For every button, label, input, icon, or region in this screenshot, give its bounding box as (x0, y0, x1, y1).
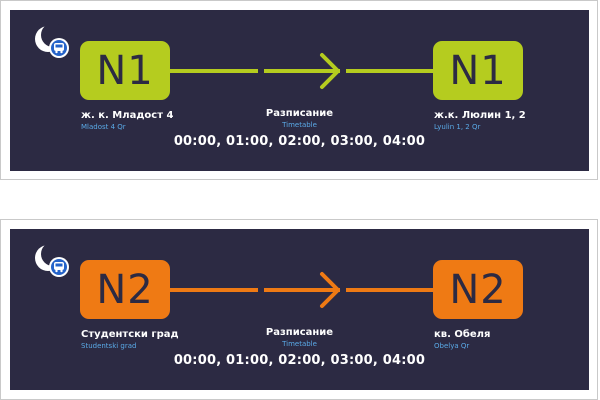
route-sign-n2: N2 N2 Студентски град Studentski grad Ра… (0, 219, 598, 400)
route-badge-origin: N1 (80, 41, 170, 100)
moon-bus-icon (35, 24, 69, 58)
sign-panel: N1 N1 ж. к. Младост 4 Mladost 4 Qr Разпи… (10, 10, 589, 171)
timetable-times: 00:00, 01:00, 02:00, 03:00, 04:00 (173, 134, 426, 149)
route-badge-destination: N2 (433, 260, 523, 319)
origin-stop-name: Студентски град (81, 329, 179, 340)
destination-stop-latin: Lyulin 1, 2 Qr (434, 123, 481, 131)
sign-panel: N2 N2 Студентски град Studentski grad Ра… (10, 229, 589, 390)
route-badge-destination: N1 (433, 41, 523, 100)
route-arrow-icon (170, 272, 434, 308)
destination-stop-latin: Obelya Qr (434, 342, 470, 350)
destination-stop-name: ж.к. Люлин 1, 2 (434, 110, 526, 121)
destination-stop-name: кв. Обеля (434, 329, 491, 340)
timetable-label: Разписание (265, 108, 334, 119)
timetable-label-latin: Timetable (282, 340, 317, 348)
timetable-times: 00:00, 01:00, 02:00, 03:00, 04:00 (173, 353, 426, 368)
origin-stop-name: ж. к. Младост 4 (81, 110, 174, 121)
timetable-label-latin: Timetable (282, 121, 317, 129)
timetable-label: Разписание (265, 327, 334, 338)
moon-bus-icon (35, 243, 69, 277)
route-badge-origin: N2 (80, 260, 170, 319)
origin-stop-latin: Mladost 4 Qr (81, 123, 126, 131)
origin-stop-latin: Studentski grad (81, 342, 137, 350)
route-sign-n1: N1 N1 ж. к. Младост 4 Mladost 4 Qr Разпи… (0, 0, 598, 180)
route-arrow-icon (170, 53, 434, 89)
